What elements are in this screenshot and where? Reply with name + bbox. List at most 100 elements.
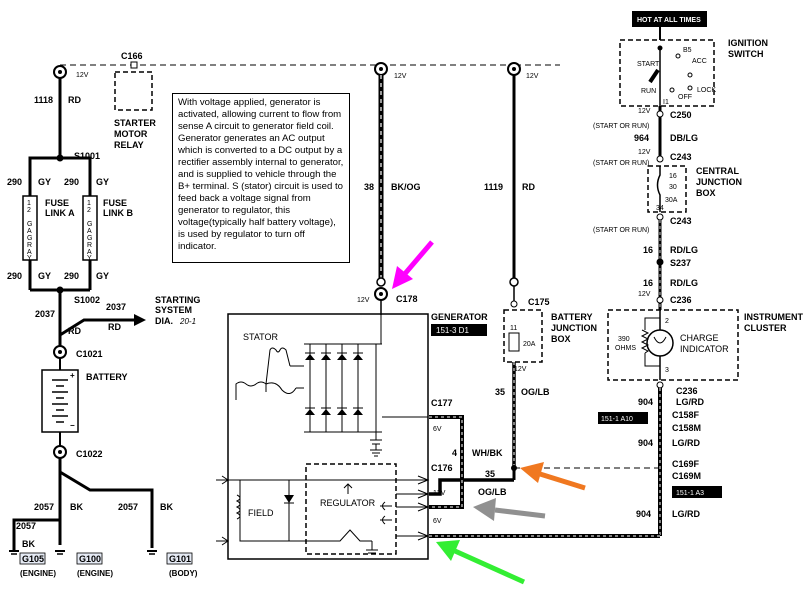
- orange-arrow: [520, 462, 586, 491]
- svg-text:WH/BK: WH/BK: [472, 448, 503, 458]
- svg-text:30A: 30A: [665, 197, 678, 204]
- svg-text:IGNITION: IGNITION: [728, 38, 768, 48]
- svg-text:STARTER: STARTER: [114, 118, 156, 128]
- svg-text:2057: 2057: [16, 521, 36, 531]
- svg-text:R: R: [87, 242, 92, 249]
- svg-text:3: 3: [665, 367, 669, 374]
- svg-text:OFF: OFF: [678, 94, 692, 101]
- battery-junction-box: 11 20A BATTERY JUNCTION BOX 12V: [503, 309, 597, 373]
- svg-text:151-3 D1: 151-3 D1: [436, 326, 469, 335]
- svg-text:OG/LB: OG/LB: [521, 387, 550, 397]
- svg-text:HOT AT ALL TIMES: HOT AT ALL TIMES: [637, 17, 701, 24]
- svg-text:BK: BK: [22, 539, 35, 549]
- svg-text:GY: GY: [38, 271, 51, 281]
- svg-text:16: 16: [643, 245, 653, 255]
- svg-text:−: −: [70, 421, 75, 430]
- svg-text:30: 30: [669, 184, 677, 191]
- svg-text:DIA.: DIA.: [155, 316, 173, 326]
- ignition-switch: IGNITION SWITCH B5 START ACC RUN OFF LOC…: [619, 27, 768, 107]
- ground-g105: G105 (ENGINE): [9, 550, 56, 578]
- svg-text:LOCK: LOCK: [697, 87, 716, 94]
- wire-4-wh-bk: 4 WH/BK: [429, 415, 503, 509]
- svg-text:11: 11: [510, 325, 517, 332]
- svg-text:G: G: [27, 221, 32, 228]
- svg-text:C177: C177: [431, 398, 453, 408]
- svg-text:12V: 12V: [638, 291, 651, 298]
- svg-text:2: 2: [87, 207, 91, 214]
- svg-text:CLUSTER: CLUSTER: [744, 323, 787, 333]
- central-junction-box: 16 30 30A 34 CENTRAL JUNCTION BOX: [647, 165, 742, 213]
- svg-text:12V: 12V: [638, 108, 651, 115]
- svg-text:(START OR RUN): (START OR RUN): [593, 227, 649, 234]
- svg-text:A: A: [27, 228, 32, 235]
- svg-text:12V: 12V: [638, 149, 651, 156]
- svg-text:INDICATOR: INDICATOR: [680, 344, 729, 354]
- svg-text:C158M: C158M: [672, 423, 701, 433]
- svg-text:START: START: [637, 61, 660, 68]
- green-arrow: [436, 540, 526, 585]
- svg-text:I1: I1: [663, 99, 669, 106]
- svg-text:G100: G100: [79, 554, 101, 564]
- battery-feed-1119: 12V 1119 RD C175: [484, 62, 550, 308]
- svg-text:B5: B5: [683, 47, 692, 54]
- svg-text:2057: 2057: [34, 502, 54, 512]
- svg-text:RUN: RUN: [641, 88, 656, 95]
- svg-text:12V: 12V: [394, 73, 407, 80]
- svg-text:G: G: [87, 221, 92, 228]
- svg-text:LG/RD: LG/RD: [676, 397, 704, 407]
- svg-text:MOTOR: MOTOR: [114, 129, 148, 139]
- battery: C1021 + − BATTERY C1022: [41, 345, 128, 459]
- starting-system-ref: STARTING SYSTEM DIA. 20-1: [155, 295, 200, 326]
- svg-text:904: 904: [638, 397, 653, 407]
- svg-text:CENTRAL: CENTRAL: [696, 166, 739, 176]
- svg-text:151-1 A10: 151-1 A10: [601, 416, 633, 423]
- svg-text:C176: C176: [431, 463, 453, 473]
- svg-text:C169M: C169M: [672, 471, 701, 481]
- svg-text:C243: C243: [670, 216, 692, 226]
- fuse-to-s1002: 290 GY 290 GY S1002 2037 2037 RD RD: [7, 260, 146, 352]
- svg-text:C166: C166: [121, 51, 143, 61]
- svg-text:STATOR: STATOR: [243, 332, 279, 342]
- svg-text:390: 390: [618, 336, 630, 343]
- ground-g100: G100 (ENGINE): [55, 550, 113, 578]
- svg-text:C158F: C158F: [672, 410, 700, 420]
- svg-text:964: 964: [634, 133, 649, 143]
- fuse-a-label-2: LINK A: [45, 208, 75, 218]
- svg-text:1119: 1119: [484, 182, 503, 192]
- svg-text:12V: 12V: [76, 72, 89, 79]
- svg-text:C236: C236: [676, 386, 698, 396]
- svg-text:(ENGINE): (ENGINE): [20, 569, 56, 578]
- svg-text:12V: 12V: [514, 366, 527, 373]
- ref-box-a3: 151-1 A3: [672, 486, 722, 498]
- fuse-b-label-2: LINK B: [103, 208, 133, 218]
- svg-text:JUNCTION: JUNCTION: [551, 323, 597, 333]
- svg-text:C236: C236: [670, 295, 692, 305]
- svg-text:2037: 2037: [106, 302, 126, 312]
- svg-text:C250: C250: [670, 110, 692, 120]
- svg-text:(BODY): (BODY): [169, 569, 198, 578]
- svg-text:20-1: 20-1: [179, 317, 196, 326]
- svg-text:BATTERY: BATTERY: [86, 372, 128, 382]
- svg-text:RD: RD: [522, 182, 535, 192]
- svg-text:12V: 12V: [526, 73, 539, 80]
- fuse-a-label-1: FUSE: [45, 198, 69, 208]
- svg-text:BK/OG: BK/OG: [391, 182, 421, 192]
- svg-text:290: 290: [64, 177, 79, 187]
- svg-text:SWITCH: SWITCH: [728, 49, 764, 59]
- ref-box-a10: 151-1 A10: [598, 412, 648, 424]
- fuse-gauge-text-b: 1 2 G A G R A Y: [87, 200, 92, 262]
- svg-text:BK: BK: [70, 502, 83, 512]
- svg-text:35: 35: [485, 469, 495, 479]
- svg-text:JUNCTION: JUNCTION: [696, 177, 742, 187]
- svg-text:6V: 6V: [433, 426, 442, 433]
- svg-text:R: R: [27, 242, 32, 249]
- svg-text:38: 38: [364, 182, 374, 192]
- svg-text:CHARGE: CHARGE: [680, 333, 719, 343]
- svg-text:904: 904: [638, 438, 653, 448]
- svg-text:35: 35: [495, 387, 505, 397]
- ignition-output: 12V C250 (START OR RUN) 964 DB/LG 12V C2…: [593, 106, 698, 167]
- svg-text:ACC: ACC: [692, 58, 707, 65]
- starter-motor-relay: C166 STARTER MOTOR RELAY: [114, 51, 156, 150]
- svg-text:RD/LG: RD/LG: [670, 278, 698, 288]
- cluster-feed: C243 (START OR RUN) 16 RD/LG S237 16 RD/…: [593, 213, 698, 310]
